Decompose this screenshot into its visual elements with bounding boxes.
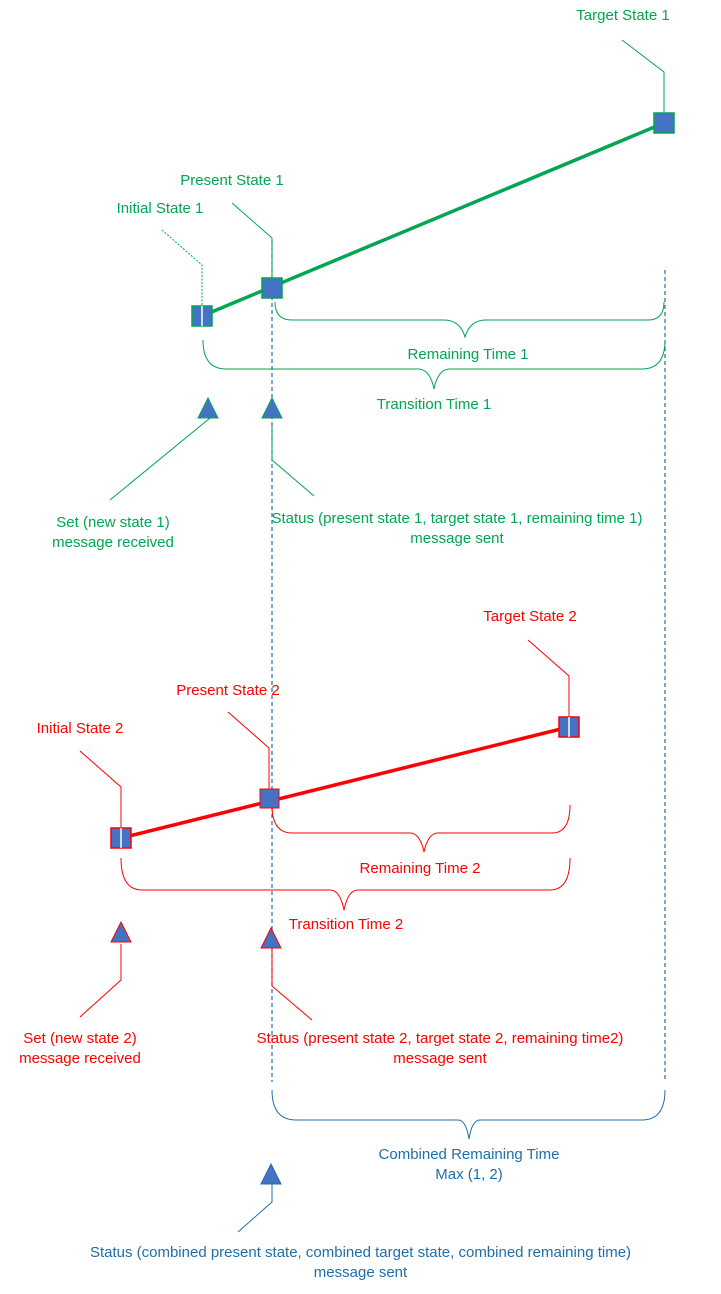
- transition-2-line: [120, 725, 570, 840]
- set-msg-1-leader: [109, 417, 211, 501]
- status-msg-2-leader: [271, 950, 313, 1021]
- status-msg-1-line1: Status (present state 1, target state 1,…: [271, 510, 643, 527]
- transition-time-1-brace: [202, 339, 666, 390]
- status-msg-2-line2: message sent: [393, 1050, 487, 1067]
- set-msg-2-line2: message received: [19, 1050, 141, 1067]
- present-state-2-leader: [227, 711, 270, 789]
- transition-2-group: [79, 639, 580, 1021]
- set-msg-1-triangle: [197, 396, 219, 419]
- combined-remaining-line2: Max (1, 2): [435, 1166, 503, 1183]
- status-msg-2-label: Status (present state 2, target state 2,…: [206, 1029, 674, 1069]
- remaining-time-1-label: Remaining Time 1: [407, 346, 529, 363]
- set-msg-2-leader: [79, 944, 122, 1018]
- status-msg-2-triangle: [260, 926, 282, 949]
- transition-time-2-brace: [120, 857, 571, 911]
- remaining-time-2-label: Remaining Time 2: [359, 860, 481, 877]
- transition-time-2-label: Transition Time 2: [288, 916, 404, 933]
- combined-remaining-time-label: Combined Remaining Time Max (1, 2): [340, 1145, 598, 1185]
- remaining-time-2-brace: [271, 804, 571, 853]
- status-combined-line1: Status (combined present state, combined…: [89, 1244, 632, 1261]
- set-msg-1-label: Set (new state 1) message received: [28, 513, 198, 553]
- status-msg-1-triangle: [261, 396, 283, 419]
- initial-state-2-leader: [79, 750, 122, 828]
- combined-remaining-line1: Combined Remaining Time: [378, 1146, 560, 1163]
- target-state-1-leader: [621, 39, 665, 113]
- set-msg-2-label: Set (new state 2) message received: [0, 1029, 160, 1069]
- set-msg-1-line1: Set (new state 1): [56, 514, 170, 531]
- initial-state-2-label: Initial State 2: [36, 720, 124, 737]
- present-state-1-marker: [261, 277, 283, 299]
- combined-remaining-time-brace: [271, 1089, 666, 1140]
- status-combined-triangle: [260, 1162, 282, 1185]
- remaining-time-1-brace: [274, 301, 665, 339]
- present-state-1-label: Present State 1: [180, 172, 284, 189]
- status-combined-line2: message sent: [313, 1264, 408, 1281]
- set-msg-2-line1: Set (new state 2): [23, 1030, 137, 1047]
- transition-1-group: [109, 39, 675, 501]
- status-msg-1-leader: [271, 425, 315, 497]
- target-state-2-leader: [527, 639, 570, 717]
- target-state-2-label: Target State 2: [483, 608, 577, 625]
- status-msg-1-label: Status (present state 1, target state 1,…: [222, 509, 692, 549]
- target-state-1-marker: [653, 112, 675, 134]
- transition-time-1-label: Transition Time 1: [376, 396, 492, 413]
- status-combined-leader: [237, 1184, 273, 1233]
- target-state-1-label: Target State 1: [576, 7, 670, 24]
- combined-group: [237, 1089, 666, 1233]
- status-combined-label: Status (combined present state, combined…: [8, 1243, 713, 1283]
- status-msg-1-line2: message sent: [410, 530, 504, 547]
- initial-state-1-label: Initial State 1: [116, 200, 204, 217]
- present-state-2-label: Present State 2: [176, 682, 280, 699]
- status-msg-2-line1: Status (present state 2, target state 2,…: [256, 1030, 624, 1047]
- initial-state-1-leader: [161, 229, 203, 306]
- present-state-2-marker: [259, 788, 280, 809]
- set-msg-2-triangle: [110, 920, 132, 943]
- present-state-1-leader: [231, 202, 273, 278]
- set-msg-1-line2: message received: [52, 534, 174, 551]
